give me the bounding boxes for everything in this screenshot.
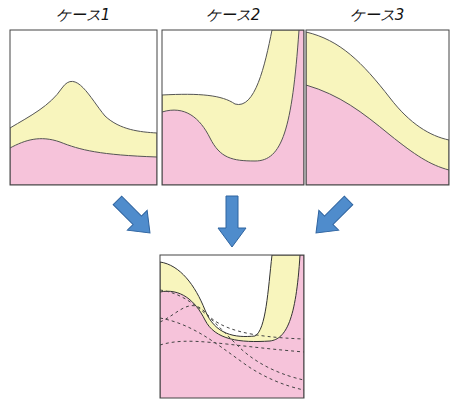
case1-panel [10,81,157,185]
combined-panel [160,255,304,398]
case-label: ケース3 [350,6,405,24]
merge-arrows [108,191,359,247]
case3-panel [306,32,449,185]
case2-panel [162,30,304,185]
case-label: ケース2 [206,6,261,24]
case-label: ケース1 [56,6,111,24]
